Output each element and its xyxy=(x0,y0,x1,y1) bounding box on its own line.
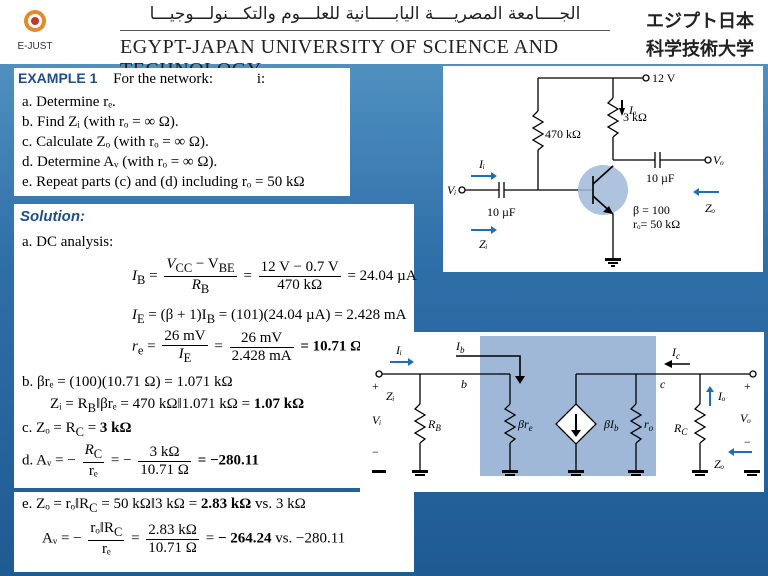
example-label: EXAMPLE 1 xyxy=(18,70,98,86)
university-header: E-JUST الجــــامعة المصريــــة اليابــــ… xyxy=(0,0,768,81)
logo-caption: E-JUST xyxy=(17,41,53,52)
part-b-line2: Zᵢ = RB‖βrₑ = 470 kΩ‖1.071 kΩ = 1.07 kΩ xyxy=(50,396,305,415)
c-in-label: 10 µF xyxy=(487,205,516,219)
beta-label: β = 100 xyxy=(633,203,670,217)
example-item-c: c. Calculate Zₒ (with rₒ = ∞ Ω). xyxy=(22,134,209,150)
ac-bib-label: βIb xyxy=(603,417,619,433)
ac-plus-right: + xyxy=(744,379,751,393)
ground-icon xyxy=(568,470,584,473)
transistor-highlight xyxy=(578,165,628,215)
ac-vi-label: Vᵢ xyxy=(372,413,381,427)
ground-icon xyxy=(502,470,518,473)
ground-icon xyxy=(744,470,760,473)
example-intro-tail: i: xyxy=(256,71,266,87)
ground-icon xyxy=(628,470,644,473)
zi-label: Zᵢ xyxy=(479,237,488,251)
ac-rb-label: RB xyxy=(427,417,441,433)
example-item-b: b. Find Zᵢ (with rₒ = ∞ Ω). xyxy=(22,114,179,130)
ac-rc-label: RC xyxy=(673,421,688,437)
ac-minus-left: − xyxy=(372,445,379,459)
solution-panel: Solution: a. DC analysis: IB = VCC − VBE… xyxy=(14,204,417,488)
ac-io-label: Iₒ xyxy=(717,389,726,403)
solution-part-a-label: a. DC analysis: xyxy=(22,234,114,250)
example-heading: EXAMPLE 1 For the network: i: xyxy=(18,70,265,88)
rb-label: 470 kΩ xyxy=(545,127,581,141)
example-intro: For the network: xyxy=(113,71,214,87)
header-divider xyxy=(120,30,610,31)
transistor-model-box xyxy=(480,336,656,476)
ground-icon xyxy=(692,470,708,473)
vi-label: Vᵢ xyxy=(447,183,456,197)
ac-ro-label: ro xyxy=(644,417,654,433)
japanese-title-line1: エジプト日本 xyxy=(646,11,754,32)
arabic-title: الجــــامعة المصريــــة اليابـــــانية ل… xyxy=(149,4,581,24)
japanese-title-line2: 科学技術大学 xyxy=(646,39,754,60)
example-panel: EXAMPLE 1 For the network: i: a. Determi… xyxy=(14,68,350,196)
ac-zo-label: Zₒ xyxy=(714,457,725,471)
ground-icon xyxy=(605,258,621,267)
ac-plus-left: + xyxy=(372,379,379,393)
ac-bre-label: βre xyxy=(517,417,533,433)
university-logo: E-JUST xyxy=(6,8,64,52)
ac-ii-label: Iᵢ xyxy=(395,343,402,357)
part-e-line1: e. Zₒ = rₒ‖RC = 50 kΩ‖3 kΩ = 2.83 kΩ vs.… xyxy=(22,496,306,515)
example-item-e: e. Repeat parts (c) and (d) including rₒ… xyxy=(22,174,305,190)
example-item-a: a. Determine rₑ. xyxy=(22,94,116,110)
ac-equivalent-panel: Iᵢ Ib Ic b c + Zᵢ Vᵢ − RB βre βIb ro RC … xyxy=(360,332,764,492)
japanese-title: エジプト日本 科学技術大学 xyxy=(634,8,766,64)
ac-zi-label: Zᵢ xyxy=(386,389,395,403)
ac-equivalent-schematic: Iᵢ Ib Ic b c + Zᵢ Vᵢ − RB βre βIb ro RC … xyxy=(372,336,760,476)
vcc-label: 12 V xyxy=(652,71,676,85)
ro-label: rₒ= 50 kΩ xyxy=(633,217,680,231)
io-label: Iₒ xyxy=(628,103,637,117)
part-e-panel: e. Zₒ = rₒ‖RC = 50 kΩ‖3 kΩ = 2.83 kΩ vs.… xyxy=(14,492,414,572)
part-b-line1: b. βrₑ = (100)(10.71 Ω) = 1.071 kΩ xyxy=(22,374,233,390)
rc-label: 3 kΩ xyxy=(623,110,647,124)
ground-icon xyxy=(372,470,386,473)
vo-label: Vₒ xyxy=(713,153,724,167)
c-out-label: 10 µF xyxy=(646,171,675,185)
node-c-label: c xyxy=(660,377,666,391)
ii-label: Iᵢ xyxy=(478,157,485,171)
example-item-d: d. Determine Aᵥ (with rₒ = ∞ Ω). xyxy=(22,154,218,170)
ac-ib-label: Ib xyxy=(455,339,465,355)
ac-ic-label: Ic xyxy=(671,345,680,361)
node-b-label: b xyxy=(461,377,467,391)
solution-label: Solution: xyxy=(20,208,85,225)
zo-label: Zₒ xyxy=(705,201,716,215)
amplifier-schematic: 12 V 3 kΩ 470 kΩ Iₒ Vₒ 10 µF Iᵢ Vᵢ 10 µF… xyxy=(447,71,724,267)
circuit-schematic-panel: 12 V 3 kΩ 470 kΩ Iₒ Vₒ 10 µF Iᵢ Vᵢ 10 µF… xyxy=(443,66,763,272)
ground-icon xyxy=(412,470,428,473)
ac-vo-label: Vₒ xyxy=(740,411,751,425)
ie-equation: IE = (β + 1)IB = (101)(24.04 µA) = 2.428… xyxy=(132,307,407,326)
part-c-line: c. Zₒ = RC = 3 kΩ xyxy=(22,420,132,439)
ac-minus-right: − xyxy=(744,435,751,449)
logo-emblem-icon xyxy=(24,10,46,32)
